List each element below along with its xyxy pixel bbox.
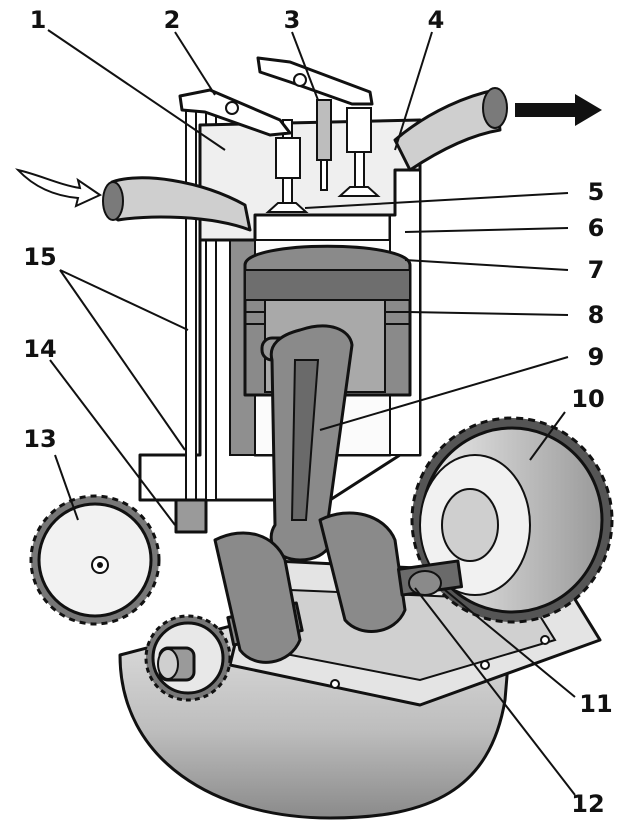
callout-5: 5 bbox=[588, 178, 605, 206]
callout-3: 3 bbox=[284, 6, 301, 34]
callout-6: 6 bbox=[588, 214, 605, 242]
callout-15: 15 bbox=[23, 243, 56, 271]
flywheel-gear bbox=[410, 416, 614, 624]
callout-2: 2 bbox=[164, 6, 181, 34]
callout-9: 9 bbox=[588, 343, 605, 371]
callout-4: 4 bbox=[428, 6, 445, 34]
callout-11: 11 bbox=[579, 690, 612, 718]
callout-7: 7 bbox=[588, 256, 605, 284]
rocker-arms bbox=[178, 56, 374, 137]
camshaft-gear bbox=[29, 494, 161, 626]
intake-arrow-icon bbox=[15, 168, 103, 208]
crankshaft bbox=[213, 511, 464, 664]
intake-valve bbox=[265, 119, 309, 213]
exhaust-manifold bbox=[393, 88, 502, 172]
callout-13: 13 bbox=[23, 425, 56, 453]
leader-lines bbox=[47, 29, 576, 796]
crank-gear bbox=[144, 614, 232, 702]
spark-plug bbox=[316, 99, 332, 191]
exhaust-valve bbox=[337, 107, 381, 197]
callout-14: 14 bbox=[23, 335, 56, 363]
callout-8: 8 bbox=[588, 301, 605, 329]
tappet bbox=[174, 498, 208, 534]
rod-web bbox=[290, 359, 320, 521]
exhaust-opening bbox=[482, 87, 508, 129]
callout-labels: 1 2 3 4 5 6 7 8 9 10 11 12 13 14 15 bbox=[23, 6, 612, 818]
callout-1: 1 bbox=[30, 6, 47, 34]
exhaust-arrow-icon bbox=[515, 94, 602, 126]
callout-10: 10 bbox=[571, 385, 604, 413]
callout-12: 12 bbox=[571, 790, 604, 818]
intake-opening bbox=[102, 181, 124, 221]
